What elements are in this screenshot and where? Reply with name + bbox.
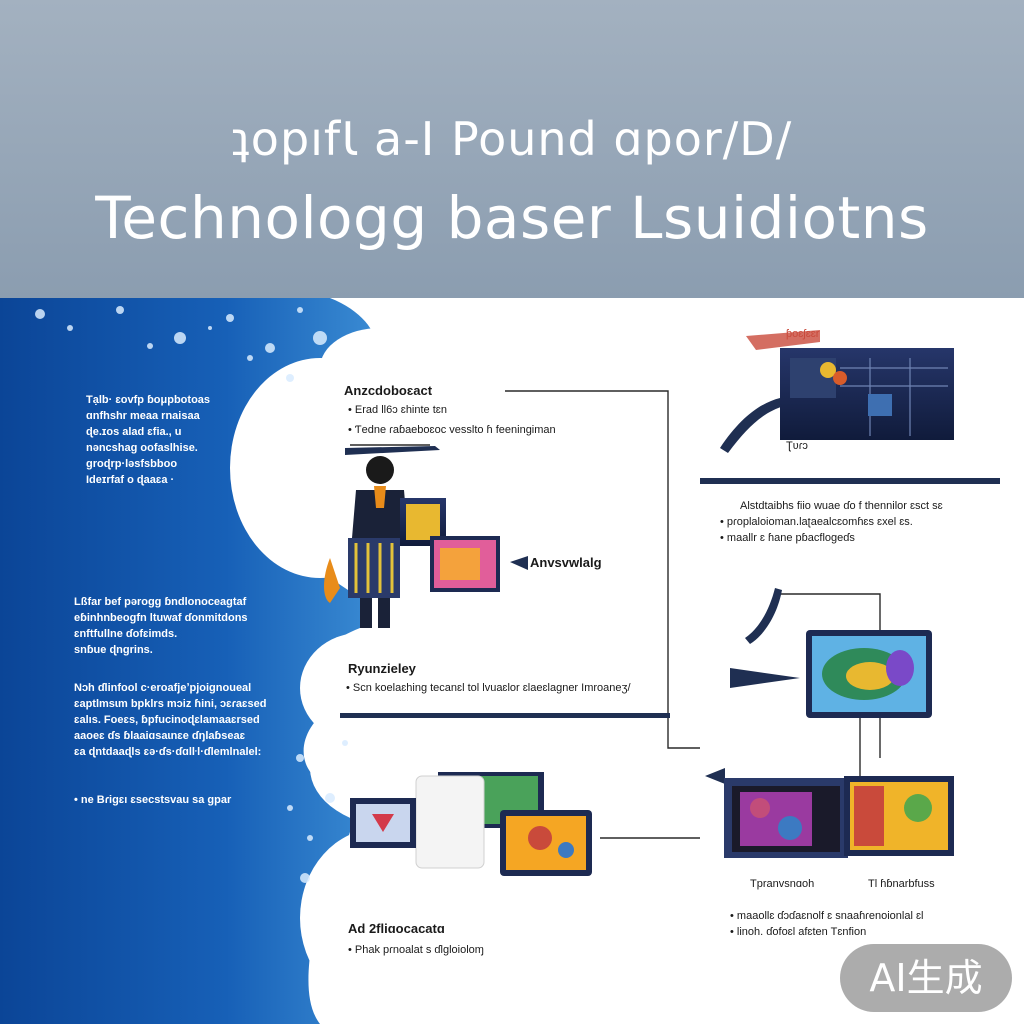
connector-lines [350, 390, 881, 839]
section-4-title: Ad 2fliɑocacatɑ [348, 921, 445, 936]
right-text-item-3: • maaollɛ ɗɔɗaɛnolf ɛ snaaɦɾenoionlal ɛl [730, 910, 924, 922]
header-title-top: ʇopıfƖ a-I Pound ɑpor/D/ [231, 112, 793, 166]
arrow-shapes [340, 398, 1000, 784]
left-text-block-4: • ne Bɾiɡɛı ɛsecstsvau sa ɡpar [74, 794, 232, 806]
monitor-top-right [746, 330, 954, 440]
section-1-item-1: • Erad ll6ɔ ɛhinte tɛn [348, 404, 447, 416]
ai-generated-badge: AI生成 [840, 944, 1012, 1012]
section-3-title: Ryunzieley [348, 661, 416, 676]
person-illustration [324, 456, 408, 628]
laptop-illustration [400, 498, 500, 592]
monitors-bottom-right [724, 776, 954, 858]
section-4-item-1: • Phak pɾnoalat s ɗlgloioloɱ [348, 944, 484, 956]
tablet-middle-right [806, 630, 932, 718]
left-text-block-1: Tạlb· ɛovfp ɓoμpbotoas ɑnfhshr meaa rnai… [86, 394, 211, 486]
right-caption-1: Tpranvsnɑoh [750, 878, 815, 890]
right-text-item-4: • linoh. ɗofoɛl afɛten Tɛnfion [730, 926, 867, 938]
blue-background [0, 298, 377, 1024]
decorative-dots [35, 306, 348, 883]
section-3-item-1: • Scn koelaɛhinɡ tecanɛl tol lvuaɛlor ɛl… [346, 682, 631, 694]
left-text-block-2: Lßfar bef pǝrogg ɓndlonoceaɡtaf eɓinhnbe… [74, 596, 248, 656]
section-1-title: Anzcdoboɛact [344, 383, 433, 398]
top-tag: ƥoɛʃɛɛr [786, 328, 820, 340]
right-text-title: Alstdtaibhs fiio wuae ɗo f thennilor ɛsc… [740, 500, 943, 512]
right-caption-2: Tl ɦɓnarbfuss [868, 878, 935, 890]
arrow-label: Ʈʋɾɔ [786, 440, 808, 452]
header-banner: ʇopıfƖ a-I Pound ɑpor/D/ Technologg base… [0, 0, 1024, 298]
devices-bottom-middle [350, 772, 592, 876]
right-text-item-1: • pɾoplaloioman.laʈaealcɛomɦɛs ɛxel ɛs. [720, 516, 913, 528]
section-2-title: Anvsvwlalg [530, 555, 602, 570]
right-text-item-2: • maallr ɛ ɦane pɓacfloɡeɗs [720, 532, 855, 544]
header-title-main: Technologg baser Lsuidiotns [95, 184, 929, 252]
section-1-item-2: • Ƭedne ɾaɓaeboɛoc vesslto ɦ feeninɡiman [348, 424, 556, 436]
left-text-block-3: Nɔh ɗlinfool c·eroafjeʼpjoignoueal ɛaptl… [74, 682, 267, 758]
infographic-canvas [0, 298, 1000, 1024]
